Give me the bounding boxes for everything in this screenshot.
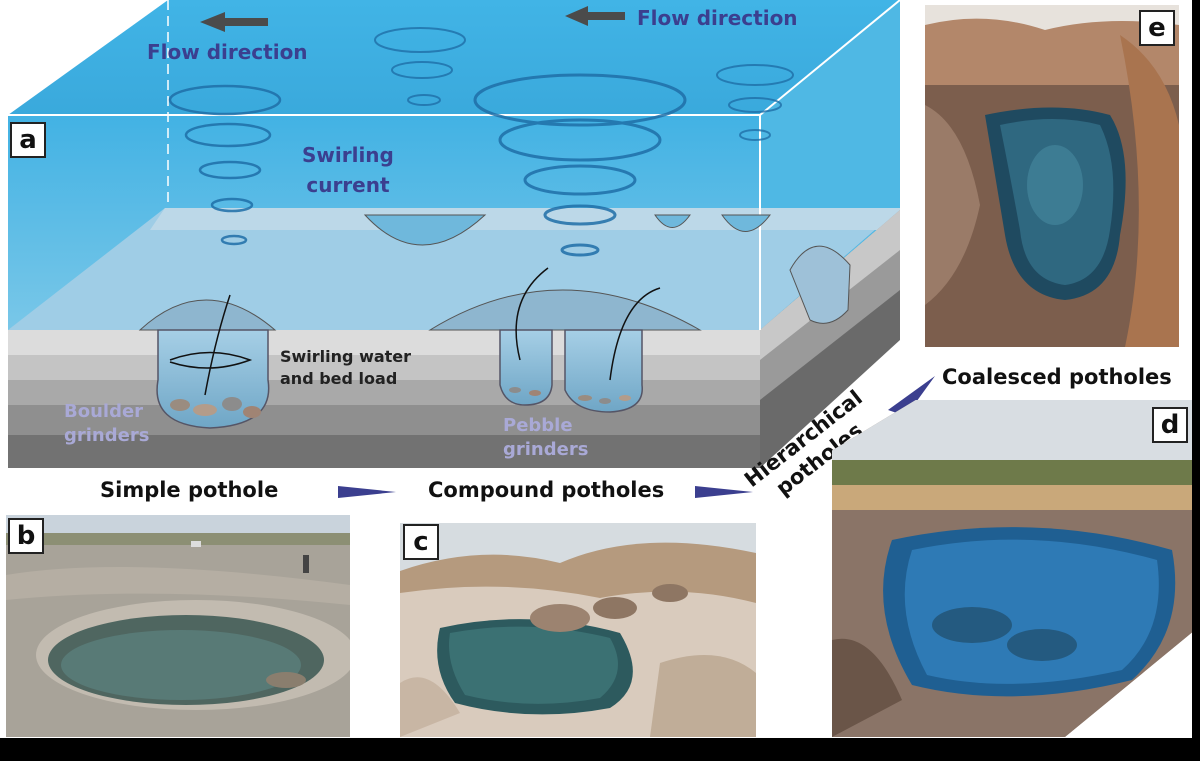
flow-direction-label-right: Flow direction	[637, 6, 798, 30]
vortex-1	[168, 84, 282, 246]
photo-b-simple-pothole	[6, 515, 350, 737]
swirling-water-label: Swirling water and bed load	[280, 346, 411, 390]
swirling-current-label: Swirling current	[302, 140, 394, 200]
pebble-line1: Pebble	[503, 415, 573, 436]
compound-pothole-rim	[428, 289, 702, 331]
frame-right-border	[1192, 0, 1200, 761]
boulder-grinders-label: Boulder grinders	[64, 400, 149, 448]
compound-pothole-right	[564, 329, 643, 413]
compound-swirl-arrows	[515, 267, 661, 381]
sequence-arrow-1	[338, 486, 396, 498]
swirling-current-line1: Swirling	[302, 143, 394, 167]
photo-e-coalesced-potholes	[925, 5, 1179, 347]
frame-bottom-border	[0, 738, 1200, 761]
panel-label-d: d	[1152, 407, 1188, 443]
panel-label-c: c	[403, 524, 439, 560]
swirling-water-line2: and bed load	[280, 369, 398, 388]
side-pothole	[789, 245, 851, 324]
far-pothole-1	[363, 214, 487, 246]
caption-coalesced-potholes: Coalesced potholes	[942, 365, 1172, 389]
flow-arrow-left	[200, 12, 268, 32]
side-stratum-dark	[760, 290, 900, 468]
pebble-grinders	[509, 387, 631, 404]
panel-label-b: b	[8, 518, 44, 554]
simple-swirl-arrow	[169, 294, 253, 396]
photo-d-hierarchical-potholes	[832, 400, 1196, 737]
photo-d-scene	[832, 400, 1196, 737]
block-diagram	[8, 0, 900, 468]
panel-label-e: e	[1139, 10, 1175, 46]
sequence-arrow-2	[695, 486, 753, 498]
bed-top-far	[150, 208, 900, 230]
flow-direction-label-left: Flow direction	[147, 40, 308, 64]
photo-b-scene	[6, 515, 350, 737]
far-pothole-2	[654, 214, 691, 228]
photo-e-scene	[925, 5, 1179, 347]
pebble-line2: grinders	[503, 439, 589, 460]
swirling-current-line2: current	[306, 173, 390, 197]
vortex-3	[473, 73, 687, 257]
bed-top-surface	[8, 208, 900, 330]
stratum-5	[8, 435, 760, 468]
caption-simple-pothole: Simple pothole	[100, 478, 279, 502]
swirling-water-line1: Swirling water	[280, 347, 412, 366]
sequence-arrow-3	[888, 376, 935, 416]
panel-label-a: a	[10, 122, 46, 158]
flow-arrow-right	[565, 6, 625, 26]
photo-c-scene	[400, 523, 756, 737]
vortex-2	[374, 27, 466, 106]
boulder-line1: Boulder	[64, 401, 144, 422]
pebble-grinders-label: Pebble grinders	[503, 414, 588, 462]
vortex-4	[716, 64, 794, 141]
far-pothole-3	[721, 214, 772, 232]
caption-compound-potholes: Compound potholes	[428, 478, 665, 502]
photo-c-compound-potholes	[400, 523, 756, 737]
boulder-line2: grinders	[64, 425, 150, 446]
compound-pothole-left	[499, 329, 553, 406]
boulder-grinders	[170, 397, 261, 418]
simple-pothole-rim	[138, 299, 277, 331]
